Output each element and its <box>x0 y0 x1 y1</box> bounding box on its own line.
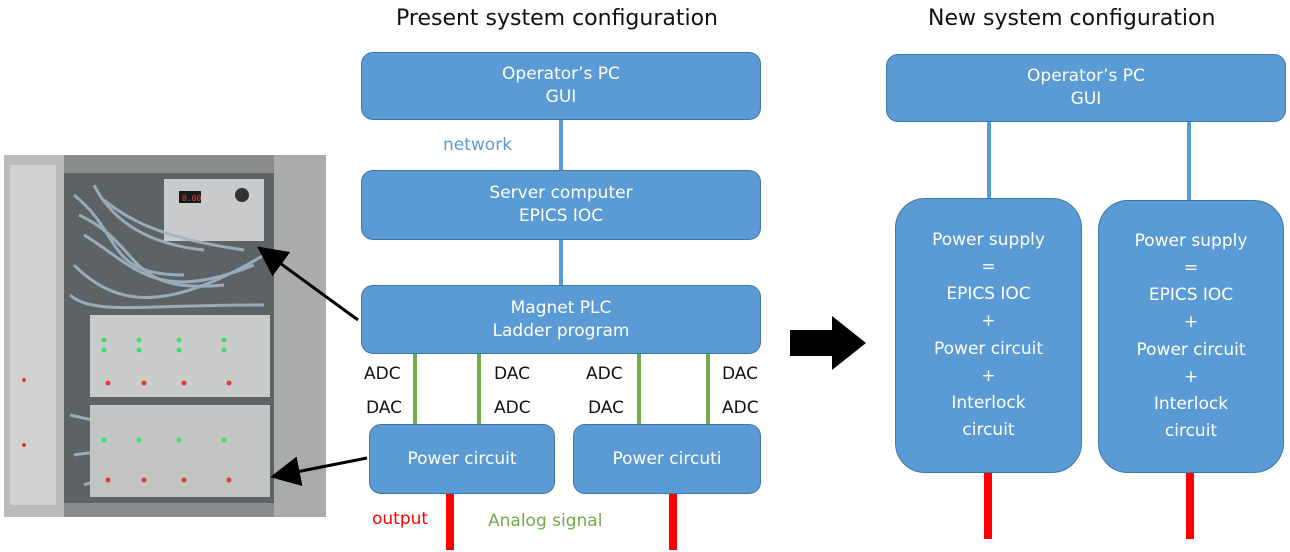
plc-label: Magnet PLC <box>510 297 612 318</box>
signal-label: DAC <box>366 398 402 418</box>
power-circuit-box-right: Power circuti <box>573 424 761 494</box>
supply-text: Interlock <box>1153 393 1229 414</box>
operator-pc-label: Operator’s PC <box>502 64 620 85</box>
signal-label: ADC <box>586 364 623 384</box>
output-line-left <box>446 494 454 550</box>
network-label: network <box>443 135 513 155</box>
present-config-title: Present system configuration <box>396 6 718 31</box>
server-computer-box: Server computer EPICS IOC <box>361 170 761 240</box>
analog-line-2 <box>477 354 481 424</box>
power-circuit-label: Power circuit <box>407 448 517 469</box>
power-circuit-box-left: Power circuit <box>369 424 555 494</box>
supply-text: + <box>1183 312 1199 333</box>
signal-label: ADC <box>722 398 759 418</box>
supply-text: + <box>981 311 996 332</box>
arrow-power-to-cabinet <box>270 456 368 487</box>
cabinet-photo: 0.00 <box>4 155 326 517</box>
signal-label: ADC <box>494 398 531 418</box>
analog-signal-label: Analog signal <box>488 511 603 531</box>
arrow-plc-to-cabinet <box>257 246 359 322</box>
supply-text: + <box>981 365 996 386</box>
supply-text: Power supply <box>932 229 1045 250</box>
supply-text: Power circuit <box>1136 339 1246 360</box>
power-supply-box-left: Power supply = EPICS IOC + Power circuit… <box>895 198 1082 473</box>
gui-label: GUI <box>545 87 577 107</box>
signal-label: DAC <box>588 398 624 418</box>
magnet-plc-box: Magnet PLC Ladder program <box>361 285 761 354</box>
analog-line-3 <box>637 354 641 424</box>
signal-label: DAC <box>494 364 530 384</box>
ladder-label: Ladder program <box>492 320 630 341</box>
signal-label: ADC <box>364 364 401 384</box>
epics-ioc-label: EPICS IOC <box>518 206 604 226</box>
power-circuit-label: Power circuti <box>612 448 722 469</box>
supply-text: = <box>981 256 996 277</box>
output-label: output <box>372 509 429 529</box>
transition-arrow-icon <box>790 316 866 370</box>
new-config-title: New system configuration <box>928 6 1216 31</box>
network-line <box>559 120 563 170</box>
operator-pc-label: Operator’s PC <box>1027 66 1145 87</box>
network-line-right <box>1187 122 1191 200</box>
network-line-left <box>987 122 991 198</box>
server-label: Server computer <box>489 183 633 204</box>
analog-line-4 <box>706 354 710 424</box>
supply-text: EPICS IOC <box>1148 285 1234 306</box>
signal-label: DAC <box>722 364 758 384</box>
output-line-right <box>669 494 677 550</box>
svg-text:0.00: 0.00 <box>182 194 201 203</box>
supply-text: EPICS IOC <box>946 284 1031 305</box>
supply-text: Power circuit <box>934 338 1043 359</box>
gui-label: GUI <box>1070 89 1102 109</box>
supply-text: + <box>1183 366 1199 387</box>
supply-text: Power supply <box>1134 230 1248 251</box>
output-line-new-left <box>984 473 992 539</box>
present-operator-pc-box: Operator’s PC GUI <box>361 52 761 120</box>
supply-text: = <box>1183 257 1199 278</box>
server-plc-line <box>559 240 563 285</box>
supply-text: circuit <box>962 420 1015 441</box>
output-line-new-right <box>1186 473 1194 539</box>
supply-text: circuit <box>1164 421 1218 442</box>
supply-text: Interlock <box>951 392 1026 413</box>
power-supply-box-right: Power supply = EPICS IOC + Power circuit… <box>1098 200 1284 473</box>
analog-line-1 <box>413 354 417 424</box>
new-operator-pc-box: Operator’s PC GUI <box>886 54 1286 122</box>
